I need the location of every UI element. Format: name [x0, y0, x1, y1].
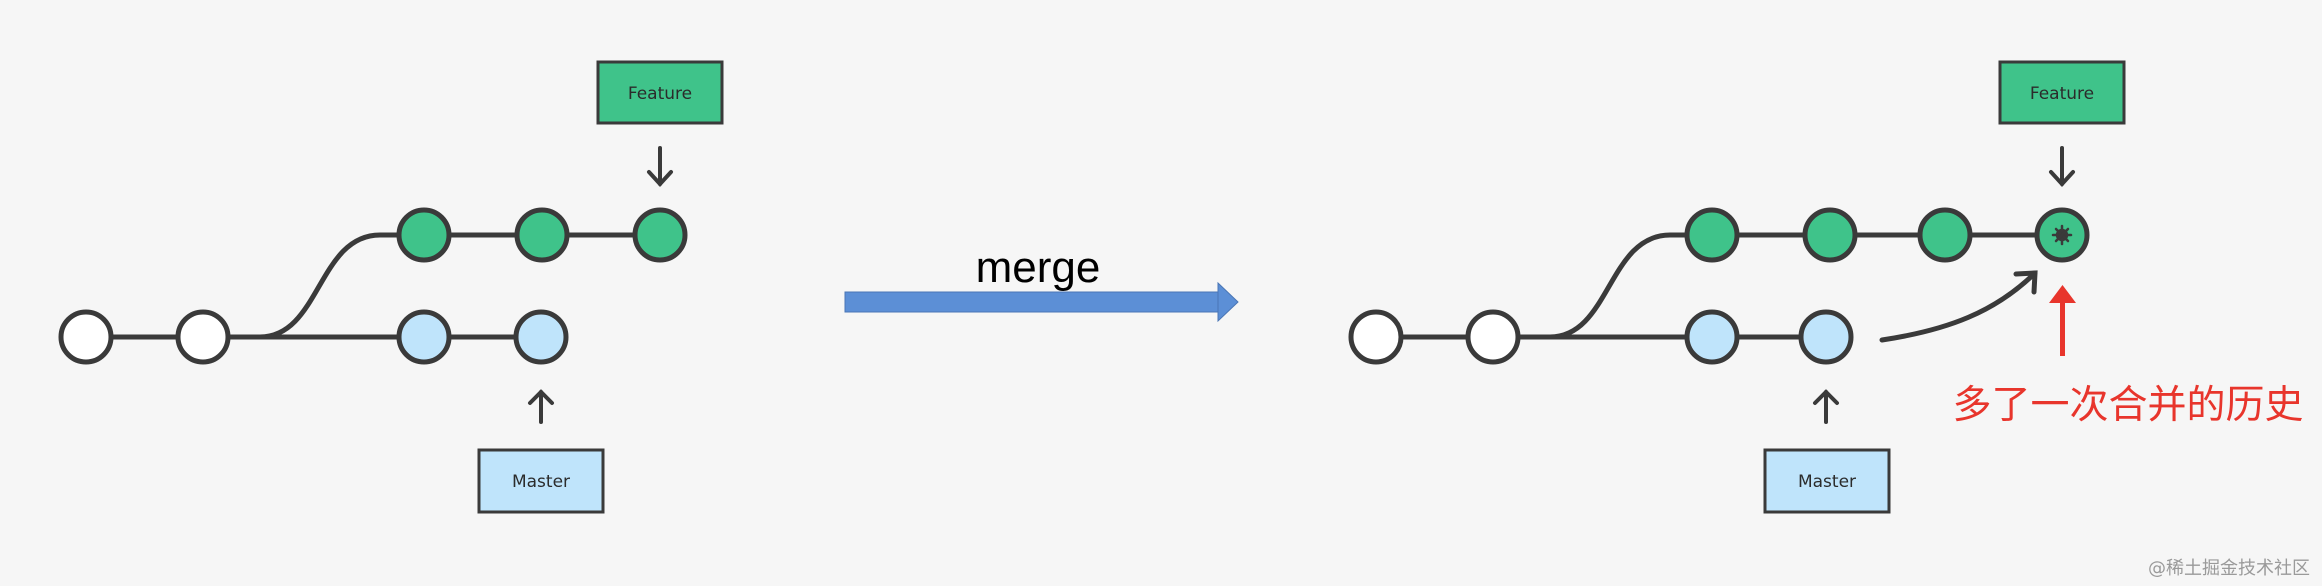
left-master-label: Master: [512, 472, 570, 492]
left-commit-initial-2: [175, 309, 231, 365]
left-branch-curve: [259, 232, 410, 340]
merge-arrow: merge: [844, 243, 1239, 323]
right-commit-feature-1: [1684, 207, 1740, 263]
left-commit-feature-2: [514, 207, 570, 263]
watermark: @稀土掘金技术社区: [2148, 558, 2310, 579]
right-master-label: Master: [1798, 472, 1856, 492]
left-commit-master-2: [513, 309, 569, 365]
right-commit-initial-2: [1465, 309, 1521, 365]
left-feature-label-box: [596, 60, 724, 125]
red-annotation-arrow: [2049, 285, 2076, 356]
left-commit-feature-1: [396, 207, 452, 263]
merge-arrow-label: merge: [976, 243, 1101, 292]
merge-arrow-head: [1217, 281, 1239, 323]
right-commit-master-2: [1798, 309, 1854, 365]
right-commit-feature-2: [1802, 207, 1858, 263]
merge-history-annotation: 多了一次合并的历史: [1952, 383, 2303, 428]
right-feature-label: Feature: [2030, 84, 2094, 104]
merge-arrow-shaft: [844, 291, 1221, 313]
right-commit-initial-1: [1348, 309, 1404, 365]
right-master-pointer-arrow: [1813, 389, 1839, 424]
right-master-label-box: [1763, 448, 1891, 514]
left-master-label-box: [477, 448, 605, 514]
right-feature-label-box: [1998, 60, 2126, 125]
right-branch-curve: [1549, 232, 1712, 340]
right-commit-feature-3: [1917, 207, 1973, 263]
right-graph: Feature Master 多了一次合并的历史: [1348, 60, 2304, 514]
left-commit-master-1: [396, 309, 452, 365]
left-feature-label: Feature: [628, 84, 692, 104]
right-feature-pointer-arrow: [2049, 146, 2075, 187]
asterisk-icon: [2051, 224, 2073, 246]
left-master-pointer-arrow: [528, 389, 554, 424]
left-feature-pointer-arrow: [647, 146, 673, 187]
left-commit-initial-1: [58, 309, 114, 365]
left-commit-feature-3: [632, 207, 688, 263]
right-merge-curve-arrow: [1879, 270, 2038, 343]
left-graph: Feature Master: [58, 60, 724, 514]
right-commit-master-1: [1684, 309, 1740, 365]
